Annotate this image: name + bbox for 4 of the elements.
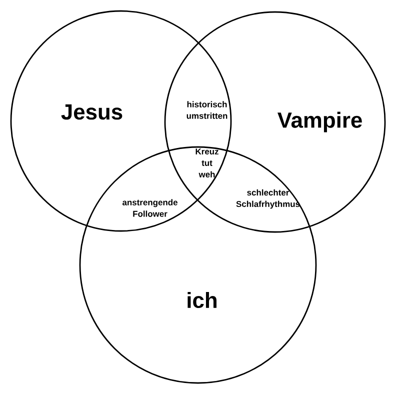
region-label: Kreuz tut weh [196,148,218,178]
region-label: schlechter Schlafrhythmus [236,189,300,209]
region-label: historisch umstritten [186,101,228,119]
region-label: anstrengende Follower [122,199,178,217]
